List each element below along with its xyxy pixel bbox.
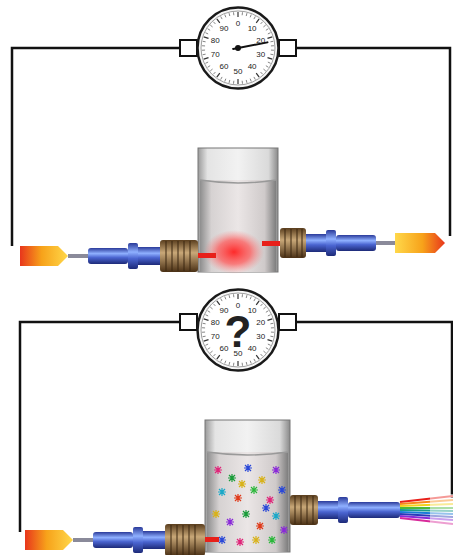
- wire: [296, 322, 452, 498]
- scale-number: 0: [236, 20, 240, 28]
- scale-number: 50: [234, 68, 243, 76]
- scale-number: 40: [248, 63, 257, 71]
- wire: [296, 48, 450, 236]
- scale-number: 10: [248, 25, 257, 33]
- scale-number: 20: [256, 37, 265, 45]
- fiber-connector: [25, 524, 219, 555]
- terminal-tab: [180, 314, 197, 330]
- particles: [212, 464, 288, 546]
- scale-number: 80: [211, 37, 220, 45]
- dial-gauge: 0 10 20 30 40 50 60 70 80 90: [196, 6, 280, 90]
- dial-face: [196, 6, 280, 90]
- terminal-tab: [279, 40, 296, 56]
- question-mark: ?: [225, 310, 252, 354]
- terminal-tab: [180, 40, 197, 56]
- scale-number: 70: [211, 333, 220, 341]
- scale-number: 0: [236, 302, 240, 310]
- fiber-connector: [20, 240, 216, 272]
- scale-number: 70: [211, 51, 220, 59]
- dial-gauge: 0102030405060708090?: [196, 288, 280, 372]
- terminal-tab: [279, 314, 296, 330]
- scale-number: 30: [256, 333, 265, 341]
- scale-number: 80: [211, 319, 220, 327]
- scale-number: 90: [219, 25, 228, 33]
- wire: [12, 48, 180, 246]
- fiber-connector: [290, 495, 400, 525]
- fiber-bundle: [400, 494, 453, 526]
- cuvette: [205, 420, 290, 552]
- cuvette: [198, 148, 278, 274]
- wire: [20, 322, 180, 532]
- scale-number: 60: [219, 63, 228, 71]
- scale-number: 30: [256, 51, 265, 59]
- fiber-connector: [262, 228, 445, 258]
- scale-number: 20: [256, 319, 265, 327]
